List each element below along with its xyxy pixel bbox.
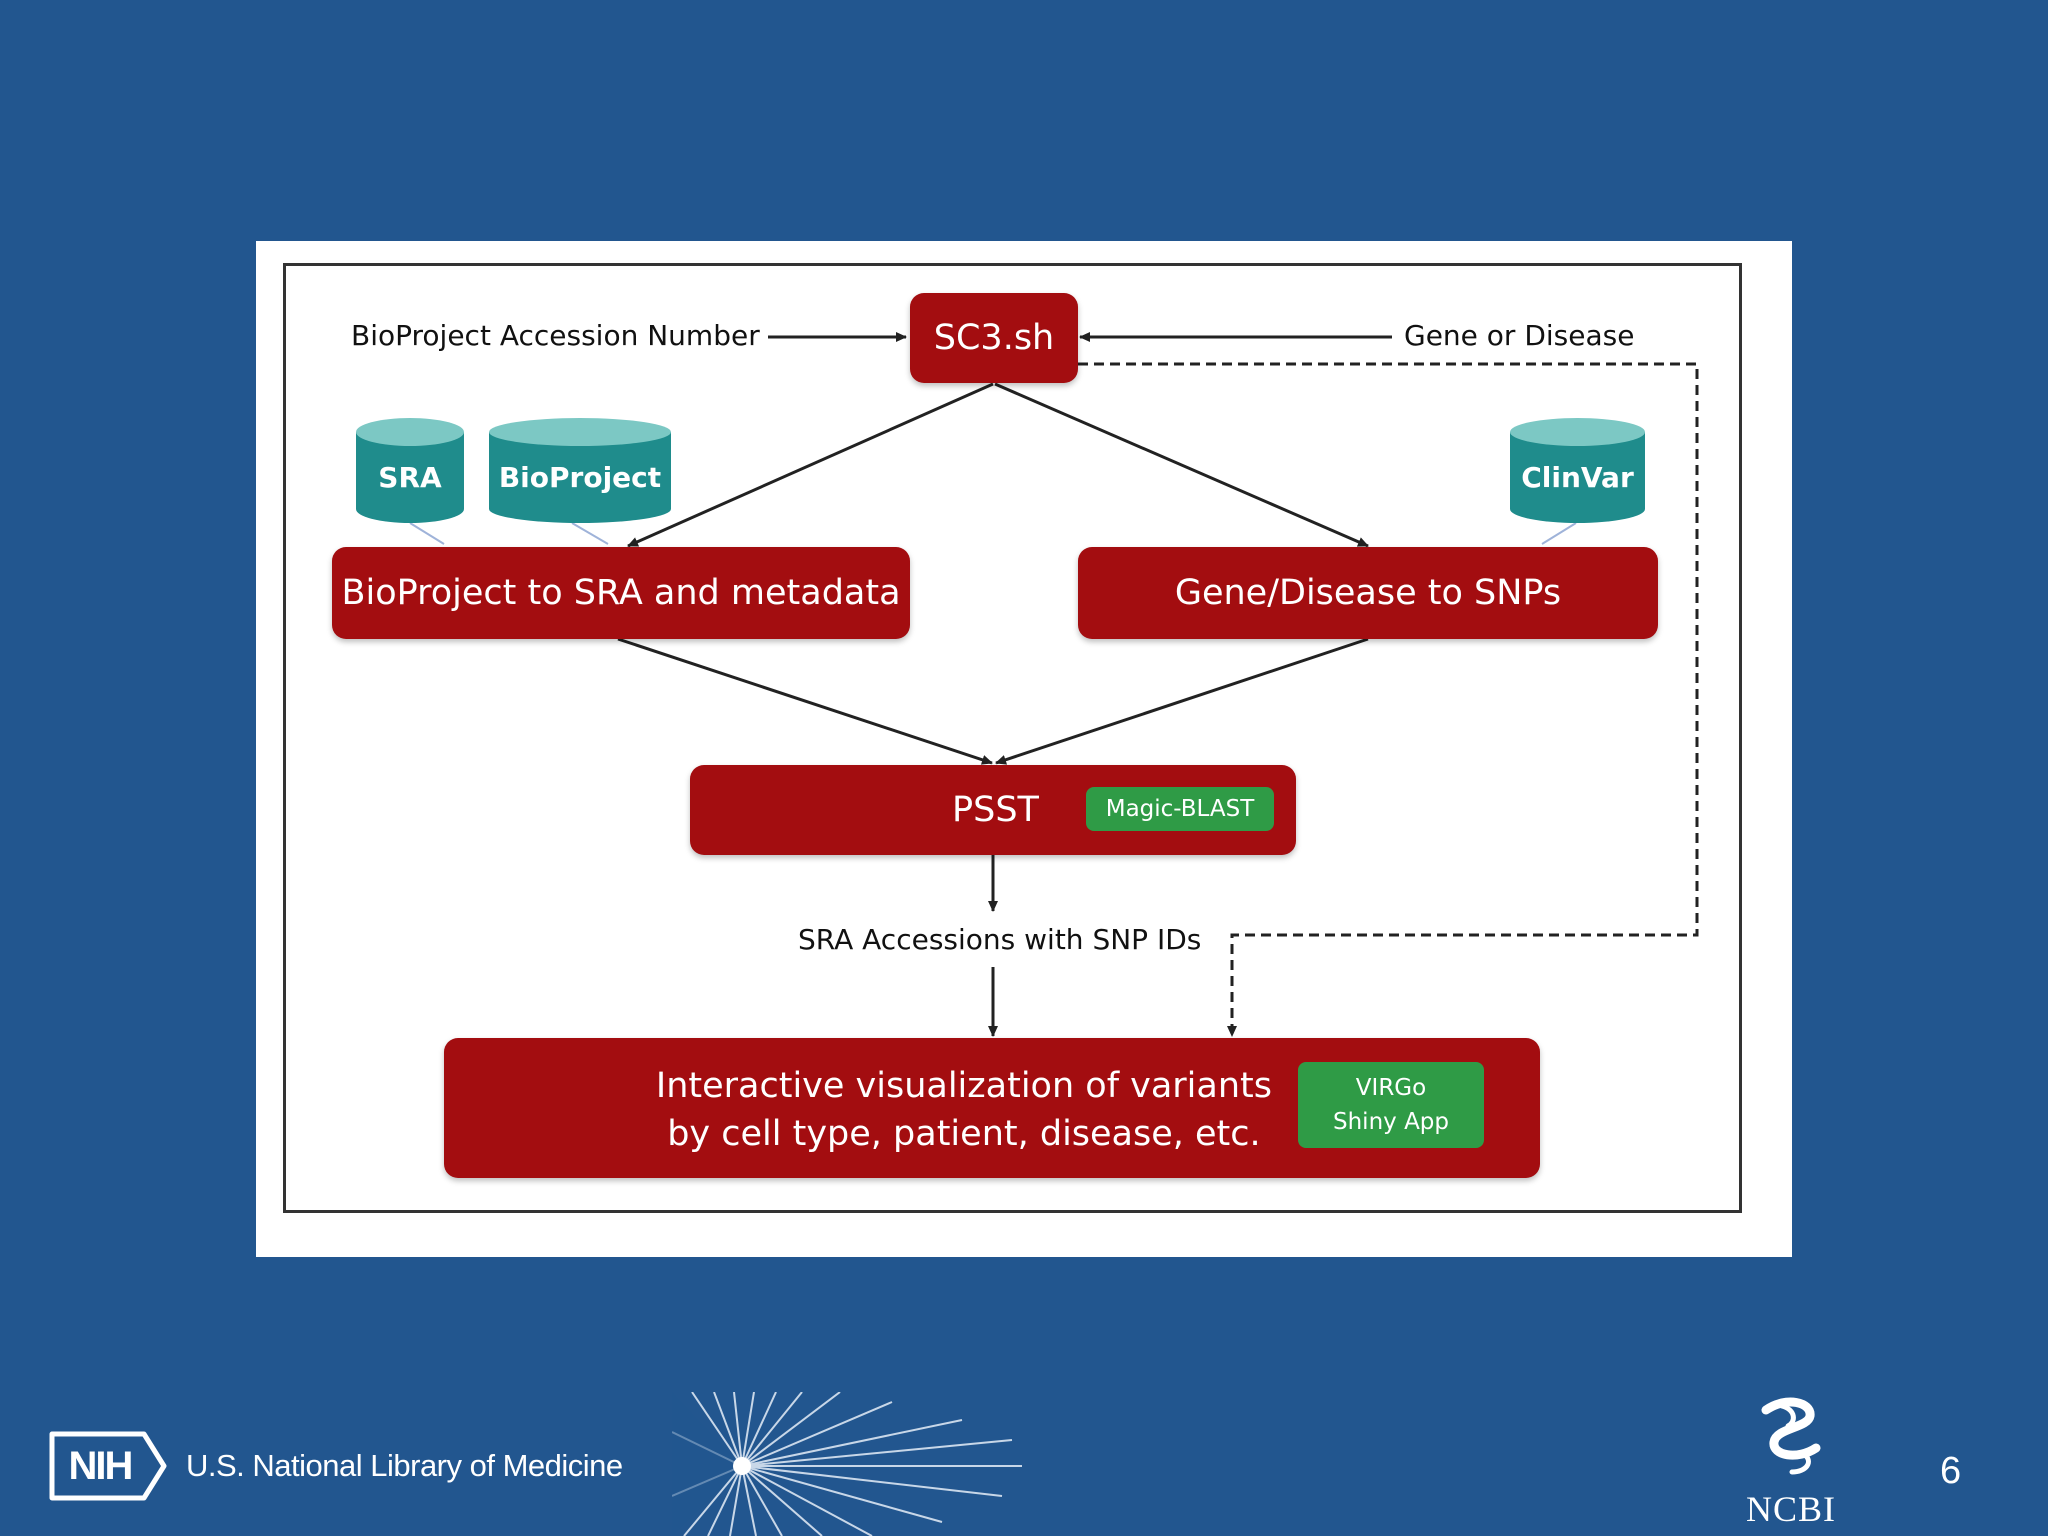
nih-nlm-logo: NIH U.S. National Library of Medicine bbox=[48, 1426, 623, 1506]
magic-blast-label: Magic-BLAST bbox=[1105, 796, 1255, 822]
arrow-gene-step-to-psst bbox=[995, 637, 1369, 765]
ncbi-helix-icon bbox=[1761, 1397, 1821, 1475]
nih-chevron-icon bbox=[49, 1431, 167, 1501]
bioproject-to-sra-label: BioProject to SRA and metadata bbox=[341, 573, 901, 613]
psst-step: PSST Magic-BLAST bbox=[690, 765, 1296, 855]
page-number: 6 bbox=[1940, 1450, 1962, 1492]
clinvar-database: ClinVar bbox=[1510, 418, 1645, 523]
arrow-sc3-to-gene-step bbox=[994, 382, 1369, 548]
virgo-shiny-app-badge: VIRGo Shiny App bbox=[1298, 1062, 1484, 1148]
db-link-clinvar bbox=[1541, 522, 1577, 545]
arrow-bioproject-step-to-psst bbox=[617, 637, 993, 765]
flow-connectors bbox=[409, 332, 1699, 1037]
visualization-line-1: Interactive visualization of variants bbox=[655, 1066, 1272, 1106]
dashed-bypass-to-viz bbox=[1078, 362, 1699, 1037]
sc3-script-box: SC3.sh bbox=[910, 293, 1078, 383]
magic-blast-badge: Magic-BLAST bbox=[1086, 787, 1274, 831]
clinvar-database-label: ClinVar bbox=[1521, 461, 1634, 494]
bioproject-cylinder-icon bbox=[489, 418, 671, 523]
input-bioproject-accession-label: BioProject Accession Number bbox=[351, 319, 760, 352]
arrow-sc3-to-bioproject-step bbox=[627, 382, 994, 548]
shiny-app-label: Shiny App bbox=[1333, 1109, 1449, 1135]
ncbi-logo-text: NCBI bbox=[1746, 1489, 1837, 1529]
virgo-label: VIRGo bbox=[1355, 1075, 1427, 1101]
nih-logo: NIH bbox=[48, 1426, 168, 1506]
psst-label: PSST bbox=[952, 790, 1039, 830]
diagram-frame bbox=[283, 263, 1742, 1213]
bioproject-database: BioProject bbox=[489, 418, 671, 523]
interactive-visualization-step: Interactive visualization of variants by… bbox=[444, 1038, 1540, 1178]
starburst-decoration bbox=[672, 1392, 1022, 1536]
sc3-script-label: SC3.sh bbox=[933, 318, 1055, 358]
db-link-bioproject bbox=[571, 522, 609, 545]
nih-logo-text: NIH bbox=[68, 1443, 134, 1488]
sra-cylinder-icon bbox=[356, 418, 464, 523]
visualization-description: Interactive visualization of variants by… bbox=[656, 1062, 1272, 1158]
bioproject-database-label: BioProject bbox=[498, 461, 662, 494]
gene-disease-to-snps-step: Gene/Disease to SNPs bbox=[1078, 547, 1658, 639]
sra-accessions-label: SRA Accessions with SNP IDs bbox=[798, 923, 1202, 956]
gene-disease-to-snps-label: Gene/Disease to SNPs bbox=[1174, 573, 1562, 613]
bioproject-to-sra-step: BioProject to SRA and metadata bbox=[332, 547, 910, 639]
sra-database: SRA bbox=[356, 418, 464, 523]
workflow-diagram-card: BioProject Accession Number Gene or Dise… bbox=[256, 241, 1792, 1257]
nlm-name: U.S. National Library of Medicine bbox=[186, 1448, 623, 1483]
input-gene-or-disease-label: Gene or Disease bbox=[1404, 319, 1635, 352]
clinvar-cylinder-icon bbox=[1510, 418, 1645, 523]
db-link-sra bbox=[409, 522, 445, 545]
sra-database-label: SRA bbox=[378, 461, 442, 494]
visualization-line-2: by cell type, patient, disease, etc. bbox=[667, 1114, 1261, 1154]
